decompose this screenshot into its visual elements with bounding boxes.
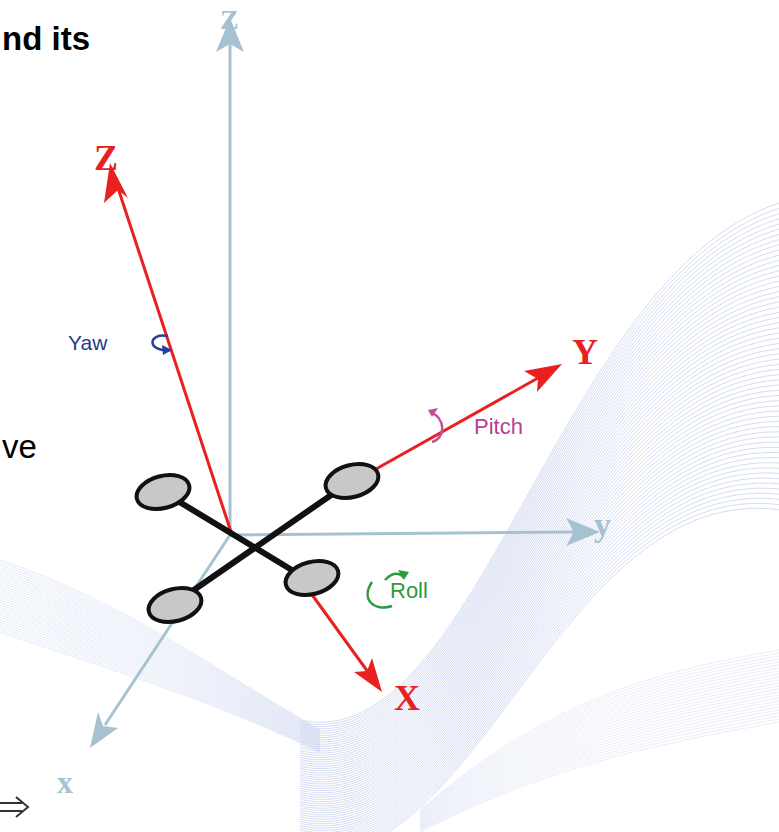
wave-line (300, 279, 779, 755)
wave-line (420, 678, 779, 819)
partial-arrow (0, 797, 28, 817)
wave-line (0, 605, 320, 744)
wave-line (420, 663, 779, 815)
world-axes (105, 42, 575, 725)
rotation-label: Pitch (474, 416, 523, 438)
wave-line (300, 395, 779, 804)
wave-line (420, 651, 779, 811)
wave-line (300, 468, 779, 832)
axis-label: Y (572, 334, 598, 370)
axis-label: y (594, 508, 611, 542)
heading-fragment: nd its (2, 22, 90, 55)
wave-line (300, 332, 779, 777)
wave-line (300, 237, 779, 738)
wave-line (420, 690, 779, 823)
wave-line (0, 603, 320, 743)
wave-line (300, 321, 779, 773)
wave-line (420, 660, 779, 814)
wave-line (300, 508, 779, 832)
wave-line (420, 657, 779, 813)
wave-line (300, 421, 779, 815)
wave-line (300, 248, 779, 743)
wave-line (300, 205, 779, 724)
wave-line (300, 401, 779, 807)
wave-line (0, 628, 320, 751)
wave-line (300, 253, 779, 745)
axis-label: x (57, 766, 73, 798)
wave-line (300, 200, 779, 722)
body-axis-heads (104, 163, 562, 692)
axis-label: Z (220, 6, 239, 34)
rotors (133, 459, 382, 628)
body-axes (118, 188, 538, 672)
wave-line (420, 681, 779, 820)
wave-line (420, 672, 779, 818)
axis-label: Z (94, 140, 118, 176)
wave-line (300, 374, 779, 795)
wave-line (300, 458, 779, 831)
wave-line (420, 711, 779, 829)
wave-line (420, 684, 779, 821)
wave-line (420, 705, 779, 828)
wave-line (300, 493, 779, 832)
wave-line (300, 488, 779, 832)
wave-line (420, 687, 779, 822)
world-axis-heads (90, 18, 600, 748)
wave-line (300, 221, 779, 731)
rotation-arrowheads (162, 345, 438, 580)
wave-line (300, 327, 779, 776)
wave-line (300, 427, 779, 818)
wave-line (300, 358, 779, 788)
wave-line (300, 295, 779, 762)
text-fragment: ve (2, 430, 37, 463)
wave-line (300, 437, 779, 822)
quadcopter-frame (163, 482, 350, 603)
wave-line (300, 226, 779, 733)
wave-line (0, 630, 320, 751)
axis-label: X (394, 680, 420, 716)
wave-line (420, 708, 779, 828)
wave-line (300, 503, 779, 832)
wave-line (420, 648, 779, 810)
wave-line (300, 337, 779, 779)
wave-line (420, 702, 779, 827)
wave-line (300, 483, 779, 832)
wave-line (300, 432, 779, 820)
wave-line (300, 343, 779, 782)
wave-line (300, 306, 779, 767)
wave-line (420, 675, 779, 819)
wave-line (300, 463, 779, 832)
wave-line (420, 669, 779, 817)
wave-line (420, 699, 779, 826)
wave-line (420, 666, 779, 816)
rotation-label: Yaw (68, 332, 107, 353)
wave-line (300, 452, 779, 828)
wave-line (300, 498, 779, 832)
wave-line (300, 290, 779, 760)
wave-line (0, 633, 320, 752)
rotation-arrows (153, 335, 443, 607)
rotation-label: Roll (390, 580, 428, 602)
wave-line (420, 696, 779, 825)
wave-line (300, 242, 779, 740)
wave-line (420, 654, 779, 812)
wave-line (420, 693, 779, 824)
wave-line (300, 284, 779, 757)
wave-line (0, 608, 320, 745)
